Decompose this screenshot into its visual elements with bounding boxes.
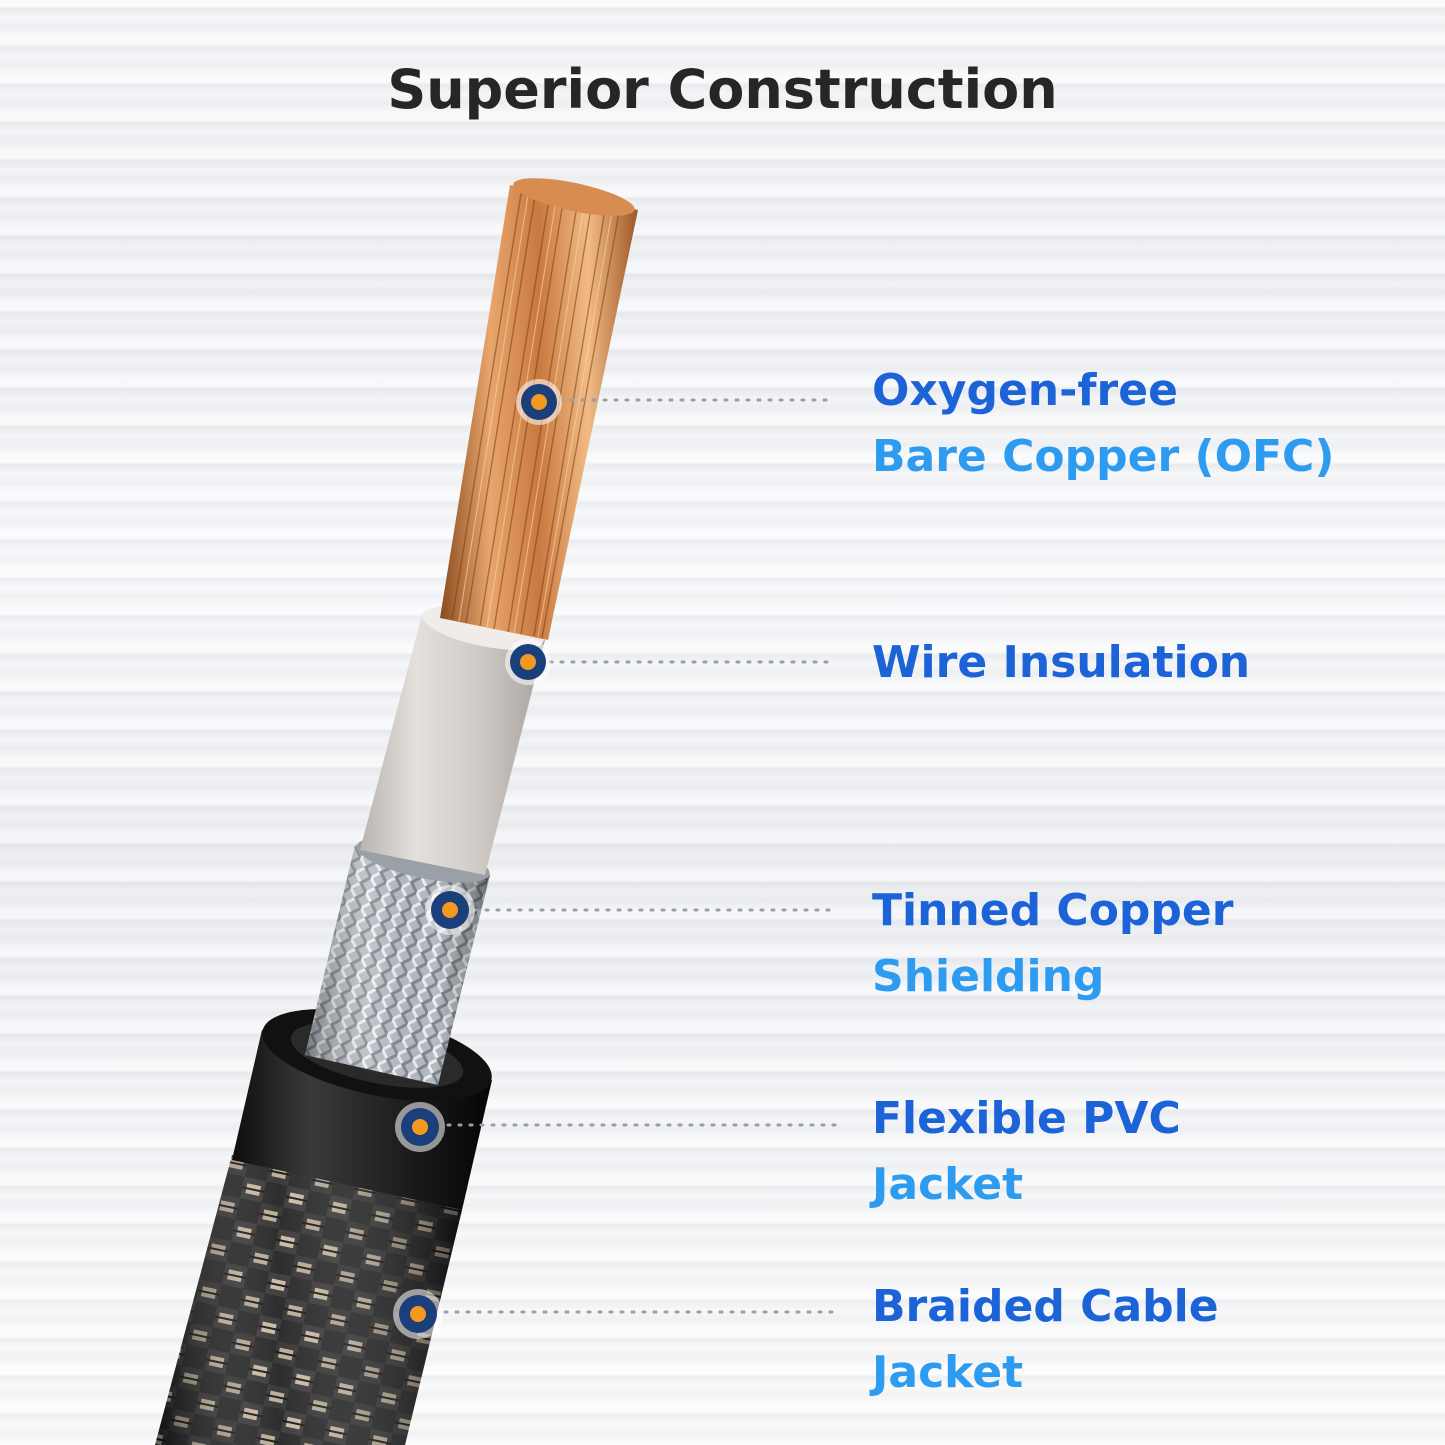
label-pvc-line1: Flexible PVC — [872, 1093, 1181, 1144]
callout-insulation — [505, 639, 837, 685]
label-copper-line2: Bare Copper (OFC) — [872, 431, 1335, 482]
callout-shielding — [425, 885, 837, 935]
callout-copper — [516, 379, 837, 425]
label-pvc-line2: Jacket — [872, 1159, 1024, 1210]
label-insulation-line1: Wire Insulation — [872, 637, 1251, 688]
label-insulation: Wire Insulation — [872, 630, 1250, 696]
label-braid: Braided Cable Jacket — [872, 1274, 1219, 1406]
insulation-layer — [360, 615, 545, 875]
label-braid-line2: Jacket — [872, 1347, 1024, 1398]
label-shielding-line2: Shielding — [872, 951, 1105, 1002]
label-shielding: Tinned Copper Shielding — [872, 878, 1233, 1010]
callout-pvc — [395, 1102, 837, 1152]
label-pvc: Flexible PVC Jacket — [872, 1086, 1181, 1218]
label-copper-line1: Oxygen-free — [872, 365, 1178, 416]
label-braid-line1: Braided Cable — [872, 1281, 1219, 1332]
callout-braid — [393, 1289, 837, 1339]
label-copper: Oxygen-free Bare Copper (OFC) — [872, 358, 1334, 490]
page-title: Superior Construction — [387, 58, 1058, 121]
label-shielding-line1: Tinned Copper — [872, 885, 1234, 936]
